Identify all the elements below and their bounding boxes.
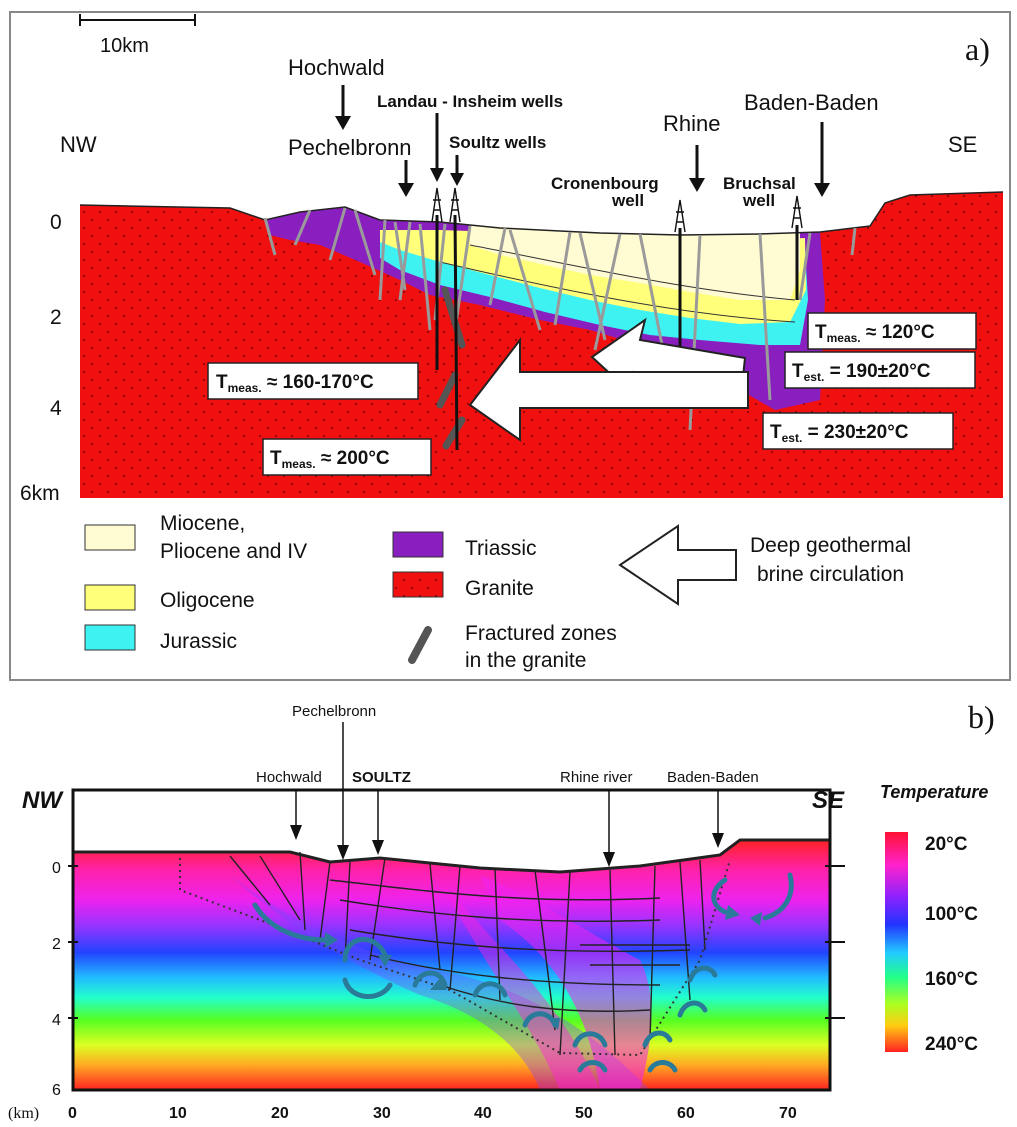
landau-label-a: Landau - Insheim wells [377,92,563,111]
cronenbourg-label-a-2: well [611,191,644,210]
location-arrows-a [335,85,830,197]
x-unit-label: (km) [8,1105,39,1122]
horizon-line-2 [439,261,796,323]
legend-granite: Granite [465,577,534,600]
legend-a: Miocene, Pliocene and IV Oligocene Juras… [84,512,911,672]
brine-arrow-large [468,337,749,442]
legend-swatch-oligocene [84,584,136,611]
colorbar-gradient [885,832,908,1052]
basin-structure-b [73,838,830,1056]
legend-miocene-1: Miocene, [160,512,245,535]
temp-box-2: Tmeas. ≈ 200°C [262,438,432,476]
legend-swatch-fractured [408,626,432,664]
temp-box-4: Test. = 190±20°C [784,351,976,389]
temp-box-3: Tmeas. ≈ 120°C [807,312,977,350]
legend-brine-arrow [618,524,737,606]
baden-label-a: Baden-Baden [744,90,879,115]
x-tick-60: 60 [677,1105,695,1122]
svg-text:Test. = 230±20°C: Test. = 230±20°C [770,422,909,445]
y-tick-6: 6 [52,1082,61,1099]
colorbar-label-240: 240°C [925,1034,978,1055]
legend-swatch-granite [392,571,444,598]
legend-swatch-triassic [392,531,444,558]
x-axis-b: 0 10 20 30 40 50 60 70 (km) [8,1105,797,1122]
x-tick-40: 40 [474,1105,492,1122]
legend-triassic: Triassic [465,537,537,560]
bruchsal-label-a-2: well [742,191,775,210]
depth-tick-2: 2 [50,306,62,329]
soultz-label-b: SOULTZ [352,769,411,786]
temp-box-5: Test. = 230±20°C [762,412,954,450]
location-arrows-b [290,722,724,867]
panel-a-label: a) [965,31,990,67]
y-tick-0: 0 [52,860,61,877]
x-tick-10: 10 [169,1105,187,1122]
depth-tick-6: 6km [20,482,60,505]
x-tick-50: 50 [575,1105,593,1122]
pechelbronn-label-b: Pechelbronn [292,703,376,720]
depth-tick-0: 0 [50,211,62,234]
legend-fractured-2: in the granite [465,649,586,672]
temp-box-1: Tmeas. ≈ 160-170°C [207,362,419,400]
depth-tick-4: 4 [50,397,62,420]
fractured-zones-a [436,286,466,450]
panel-a: 10km a) NW SE 0 2 4 6km [9,11,1011,681]
baden-label-b: Baden-Baden [667,769,759,786]
x-tick-0: 0 [68,1105,77,1122]
cronenbourg-label-a-1: Cronenbourg [551,174,659,193]
legend-brine-2: brine circulation [757,563,904,586]
legend-brine-1: Deep geothermal [750,534,911,557]
panel-b-label: b) [968,699,995,735]
faults-a [263,207,857,431]
convection-arrows-b [252,872,794,1073]
panel-b: b) [8,699,995,1122]
y-axis-b: 0 2 4 6 [52,860,845,1099]
wells-a [435,214,799,451]
se-label-a: SE [948,132,977,157]
panel-b-frame [71,788,832,1092]
legend-swatch-miocene [84,524,136,551]
svg-text:Tmeas. ≈ 120°C: Tmeas. ≈ 120°C [815,322,935,345]
se-label-b: SE [812,787,845,814]
surface-line-a [79,191,1004,236]
svg-text:Tmeas. ≈ 160-170°C: Tmeas. ≈ 160-170°C [216,372,374,395]
scale-bar: 10km [79,14,196,57]
nw-label-a: NW [60,132,97,157]
nw-label-b: NW [22,787,64,814]
cross-section-a [79,187,1004,498]
colorbar-label-100: 100°C [925,904,978,925]
surface-line-b [73,838,830,874]
rhine-label-b: Rhine river [560,769,633,786]
hochwald-label-b: Hochwald [256,769,322,786]
y-tick-4: 4 [52,1012,61,1029]
colorbar-label-160: 160°C [925,969,978,990]
legend-fractured-1: Fractured zones [465,622,617,645]
x-tick-70: 70 [779,1105,797,1122]
legend-jurassic: Jurassic [160,630,237,653]
x-tick-20: 20 [271,1105,289,1122]
svg-text:Tmeas. ≈ 200°C: Tmeas. ≈ 200°C [270,448,390,471]
soultz-label-a: Soultz wells [449,133,546,152]
colorbar-title: Temperature [880,782,988,802]
temperature-colorbar: Temperature 20°C 100°C 160°C 240°C [880,782,988,1055]
rhine-label-a: Rhine [663,111,720,136]
svg-text:Test. = 190±20°C: Test. = 190±20°C [792,361,931,384]
legend-swatch-jurassic [84,624,136,651]
scale-bar-label: 10km [100,35,149,57]
convection-arrowheads-b [325,905,762,1030]
basin-boundary-b [179,858,731,1057]
derricks-a [431,187,803,233]
miocene-layer [470,225,800,300]
legend-oligocene: Oligocene [160,589,255,612]
bruchsal-label-a-1: Bruchsal [723,174,796,193]
horizon-line-1 [469,244,796,301]
hochwald-label-a: Hochwald [288,55,385,80]
pechelbronn-label-a: Pechelbronn [288,135,412,160]
legend-miocene-2: Pliocene and IV [160,540,307,563]
x-tick-30: 30 [373,1105,391,1122]
y-tick-2: 2 [52,936,61,953]
colorbar-label-20: 20°C [925,834,968,855]
